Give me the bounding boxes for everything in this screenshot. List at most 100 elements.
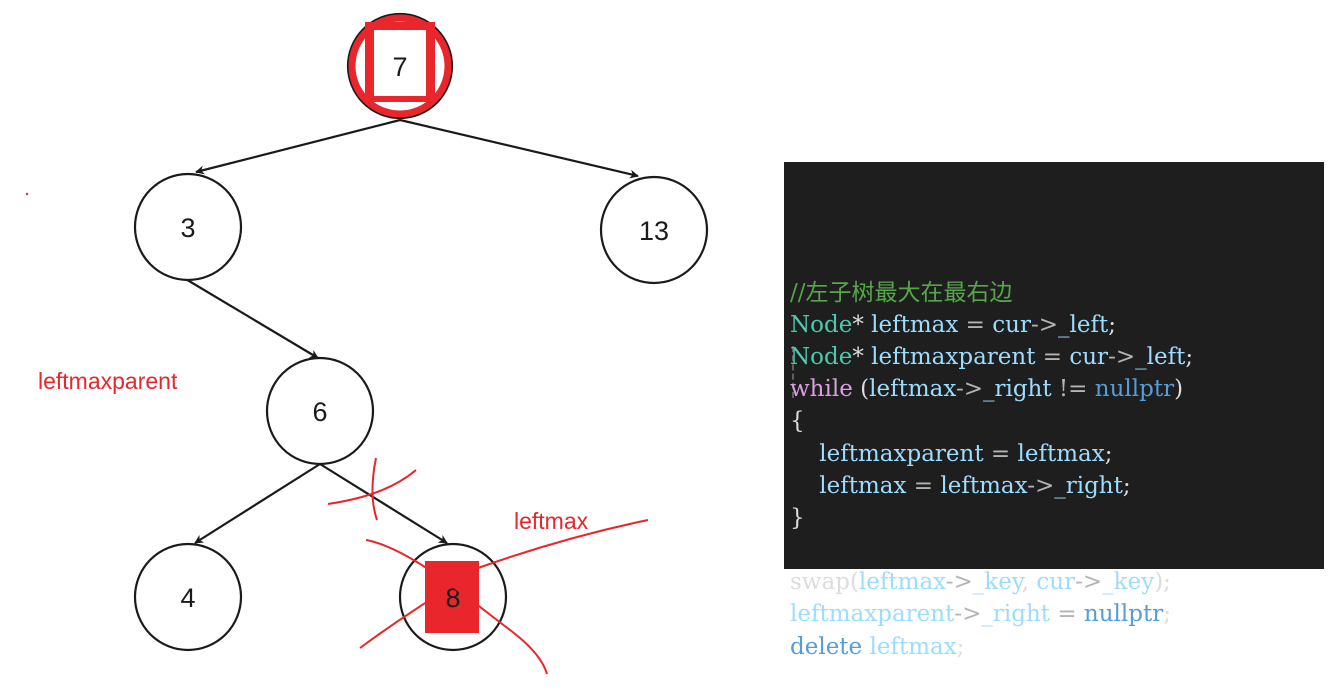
node-label-4: 4: [180, 583, 195, 613]
code-token: ->: [1075, 569, 1103, 596]
code-token: }: [790, 504, 805, 531]
code-line: }: [790, 502, 1324, 534]
code-token: [790, 473, 819, 499]
code-line: {: [790, 405, 1324, 437]
code-line: while (leftmax->_right != nullptr): [790, 373, 1324, 405]
code-token: delete: [790, 633, 863, 660]
code-token: ->: [955, 376, 983, 403]
code-token: Node: [790, 311, 853, 338]
stray-dot: [25, 192, 29, 196]
code-token: *: [852, 343, 872, 370]
code-token: _left: [1135, 343, 1186, 370]
code-token: (: [849, 569, 859, 596]
node-label-3: 3: [180, 213, 195, 243]
code-token: ;: [1108, 311, 1116, 338]
code-token: nullptr: [1083, 601, 1164, 628]
code-token: _key: [972, 569, 1022, 596]
code-line: //左子树最大在最右边: [790, 277, 1324, 309]
code-token: //左子树最大在最右边: [790, 279, 1013, 306]
edge-7-13: [399, 118, 639, 179]
code-token: leftmax: [869, 376, 956, 403]
code-token: ->: [1027, 472, 1055, 499]
code-token: ->: [1030, 311, 1058, 338]
code-token: ;: [1122, 472, 1131, 499]
code-token: ->: [954, 601, 982, 628]
node-13: 13: [599, 175, 709, 285]
node-8: 8: [398, 542, 508, 652]
code-token: ;: [1163, 601, 1171, 628]
code-token: _right: [981, 601, 1051, 628]
node-highlight-ring-7: [348, 14, 452, 118]
node-label-7: 7: [392, 52, 407, 82]
code-token: =: [983, 440, 1018, 467]
code-token: _left: [1058, 311, 1109, 338]
node-7: 7: [346, 12, 454, 120]
code-token: leftmaxparent: [819, 440, 984, 467]
code-token: ->: [945, 569, 973, 596]
edge-6-8: [319, 463, 448, 544]
code-line: [790, 534, 1324, 566]
edge-7-3: [195, 118, 401, 175]
code-line: leftmax = leftmax->_right;: [790, 470, 1324, 502]
code-token: leftmax: [819, 472, 907, 499]
code-line: leftmaxparent->_right = nullptr;: [790, 598, 1324, 630]
node-label-6: 6: [312, 397, 327, 427]
node-label-13: 13: [639, 216, 669, 246]
code-token: =: [1050, 601, 1084, 628]
code-token: =: [958, 311, 993, 338]
code-token: leftmax: [871, 311, 959, 338]
code-token: {: [790, 408, 805, 435]
bst-diagram: 7 3 13 6 4 8 leftmaxparent leftmax: [25, 12, 709, 675]
code-token: ;: [956, 633, 965, 660]
code-token: leftmax: [869, 633, 957, 660]
delete-mark-stroke-1: [359, 519, 649, 649]
node-circle-6: [265, 356, 375, 466]
code-token: leftmax: [858, 569, 946, 596]
code-token: cur: [1036, 569, 1076, 596]
edge-cross-stroke-2: [327, 469, 417, 505]
code-token: leftmax: [1017, 440, 1105, 467]
code-token: ;: [1104, 440, 1113, 467]
code-line: Node* leftmax = cur->_left;: [790, 309, 1324, 341]
leftmax-label: leftmax: [514, 508, 589, 534]
code-token: leftmax: [940, 472, 1028, 499]
code-token: Node: [790, 343, 853, 370]
code-token: *: [852, 311, 872, 338]
code-token: ,: [1021, 569, 1037, 596]
code-token: =: [906, 472, 941, 499]
node-circle-13: [599, 175, 709, 285]
code-token: =: [1035, 343, 1070, 370]
code-token: leftmaxparent: [871, 343, 1036, 370]
indent-guide: [792, 346, 794, 398]
code-token: _key: [1102, 569, 1155, 596]
code-line: Node* leftmaxparent = cur->_left;: [790, 341, 1324, 373]
code-token: ): [1174, 376, 1184, 403]
leftmaxparent-label: leftmaxparent: [38, 368, 178, 394]
code-token: cur: [992, 311, 1031, 338]
node-highlight-inner-7: [374, 30, 426, 96]
edge-3-6: [183, 277, 319, 359]
code-token: _right: [1054, 472, 1123, 499]
code-token: !=: [1051, 376, 1095, 403]
code-token: nullptr: [1094, 376, 1175, 403]
edge-cross-stroke-1: [371, 457, 378, 521]
code-token: ->: [1108, 343, 1136, 370]
code-token: _right: [982, 376, 1052, 403]
code-token: swap: [790, 569, 850, 596]
node-circle-3: [133, 172, 243, 282]
code-token: );: [1154, 569, 1171, 596]
code-line: leftmaxparent = leftmax;: [790, 438, 1324, 470]
node-circle-4: [133, 542, 243, 652]
edge-6-4: [194, 463, 321, 544]
node-6: 6: [265, 356, 375, 466]
tree-nodes: 7 3 13 6 4 8: [133, 12, 709, 652]
code-token: while: [790, 376, 853, 403]
code-line: swap(leftmax->_key, cur->_key);: [790, 566, 1324, 598]
code-token: ;: [1185, 343, 1194, 370]
tree-edges: [183, 118, 639, 544]
code-token: (: [852, 376, 870, 403]
code-token: leftmaxparent: [790, 601, 955, 628]
node-3: 3: [133, 172, 243, 282]
